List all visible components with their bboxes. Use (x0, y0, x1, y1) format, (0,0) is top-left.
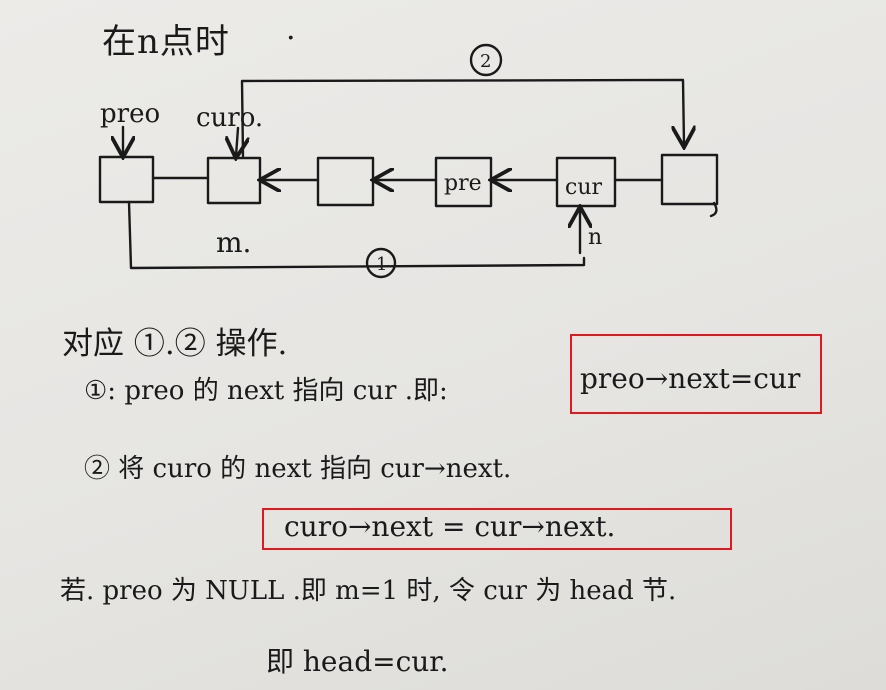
note-line-4-code: curo→next = cur→next. (284, 510, 616, 543)
note-line-2-code: preo→next=cur (580, 362, 801, 395)
operation-2-path (240, 78, 684, 158)
label-n: n (588, 225, 602, 250)
label-curo: curo. (196, 103, 263, 133)
page-title: 在n点时 (102, 22, 230, 62)
node-preo (98, 155, 155, 204)
linked-list-diagram: preo curo. m. pre cur n 1 2 (98, 43, 719, 279)
highlight-box-1 (570, 334, 822, 414)
label-m: m. (216, 226, 251, 259)
operation-1-path (127, 200, 586, 270)
node-mid (316, 156, 375, 207)
curo-pointer (236, 126, 238, 156)
node-next (660, 153, 719, 206)
circle-1-label: 1 (376, 254, 387, 275)
node-curo (206, 156, 262, 205)
label-preo: preo (100, 99, 160, 129)
circle-2-label: 2 (480, 51, 491, 72)
note-line-5: 若. preo 为 NULL .即 m=1 时, 令 cur 为 head 节. (60, 576, 677, 606)
circle-2-mark (469, 43, 503, 77)
label-pre: pre (444, 171, 482, 196)
label-cur: cur (565, 175, 602, 200)
highlight-box-2 (262, 508, 732, 550)
note-line-3: ② 将 curo 的 next 指向 cur→next. (84, 454, 512, 484)
circle-1-mark (365, 247, 397, 279)
note-line-1: 对应 ①.② 操作. (62, 326, 288, 362)
note-line-2: ①: preo 的 next 指向 cur .即: (84, 376, 448, 406)
note-line-6: 即 head=cur. (266, 645, 449, 678)
title-dot: . (286, 12, 296, 47)
